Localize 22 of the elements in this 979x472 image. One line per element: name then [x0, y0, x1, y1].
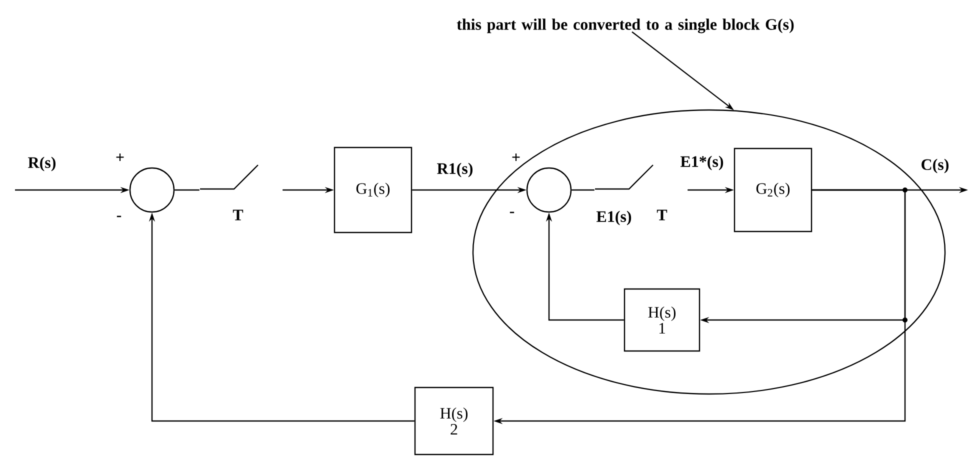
signal-label: R1(s) [436, 162, 474, 178]
signal-label: C(s) [920, 158, 950, 174]
signal-label: E1(s) [595, 210, 633, 226]
sign-label: - [510, 212, 514, 214]
transfer-function-block: H(s) 1 [624, 288, 700, 352]
signal-label: E1*(s) [679, 154, 725, 172]
sign-label: + [116, 154, 124, 161]
transfer-function-block: G$_{2}$(s) [734, 148, 812, 232]
sampler-switch [200, 164, 258, 190]
signal-line [572, 189, 594, 191]
sampling-period-label: T [656, 210, 668, 220]
signal-line [174, 189, 200, 191]
summing-junction [129, 167, 175, 213]
sign-label: - [116, 216, 122, 218]
sampling-period-label: T [232, 210, 244, 220]
signal-label: R(s) [26, 156, 58, 172]
transfer-function-block: H(s) 2 [414, 386, 494, 456]
summing-junction [526, 167, 572, 213]
annotation-text: this part will be converted to a single block G(s) [456, 18, 794, 34]
sign-label: + [512, 154, 520, 161]
sampler-switch [595, 164, 654, 190]
transfer-function-block: G$_{1}$(s) [334, 146, 412, 234]
